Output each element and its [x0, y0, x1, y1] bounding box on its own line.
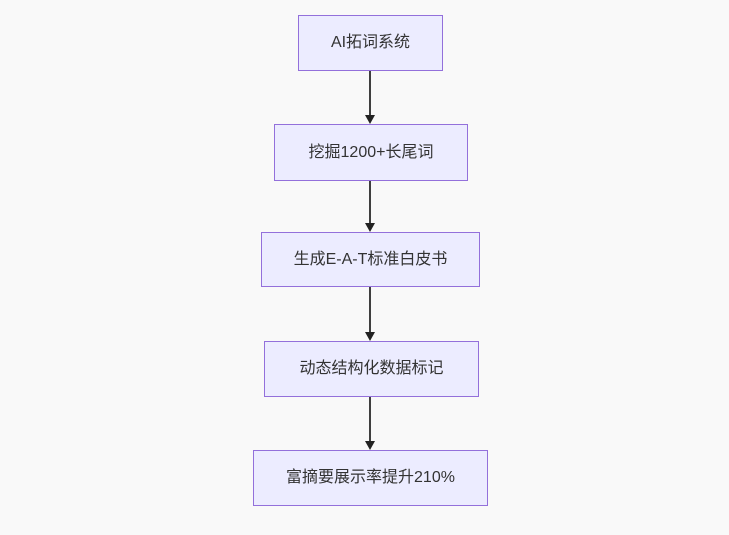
flow-node-dynamic-structured-data-markup: 动态结构化数据标记: [264, 341, 479, 397]
edge-line: [369, 71, 371, 115]
arrowhead-down-icon: [365, 332, 375, 341]
flow-node-label: 动态结构化数据标记: [299, 360, 444, 378]
flow-node-rich-snippet-rate-increase: 富摘要展示率提升210%: [253, 450, 488, 506]
flow-edge-a-to-b: [360, 71, 380, 124]
arrowhead-down-icon: [365, 441, 375, 450]
edge-line: [369, 397, 371, 441]
edge-line: [369, 181, 371, 223]
arrowhead-down-icon: [365, 115, 375, 124]
flow-node-ai-word-expansion-system: AI拓词系统: [298, 15, 443, 71]
flow-edge-d-to-e: [360, 397, 380, 450]
flow-node-generate-eat-whitepaper: 生成E-A-T标准白皮书: [261, 232, 480, 287]
flow-node-label: 挖掘1200+长尾词: [308, 143, 434, 161]
flow-edge-c-to-d: [360, 287, 380, 341]
flow-node-label: AI拓词系统: [330, 34, 411, 52]
flow-node-label: 生成E-A-T标准白皮书: [293, 250, 448, 268]
edge-line: [369, 287, 371, 332]
flow-node-mine-longtail-keywords: 挖掘1200+长尾词: [274, 124, 468, 181]
flow-node-label: 富摘要展示率提升210%: [286, 469, 455, 487]
flow-edge-b-to-c: [360, 181, 380, 232]
arrowhead-down-icon: [365, 223, 375, 232]
